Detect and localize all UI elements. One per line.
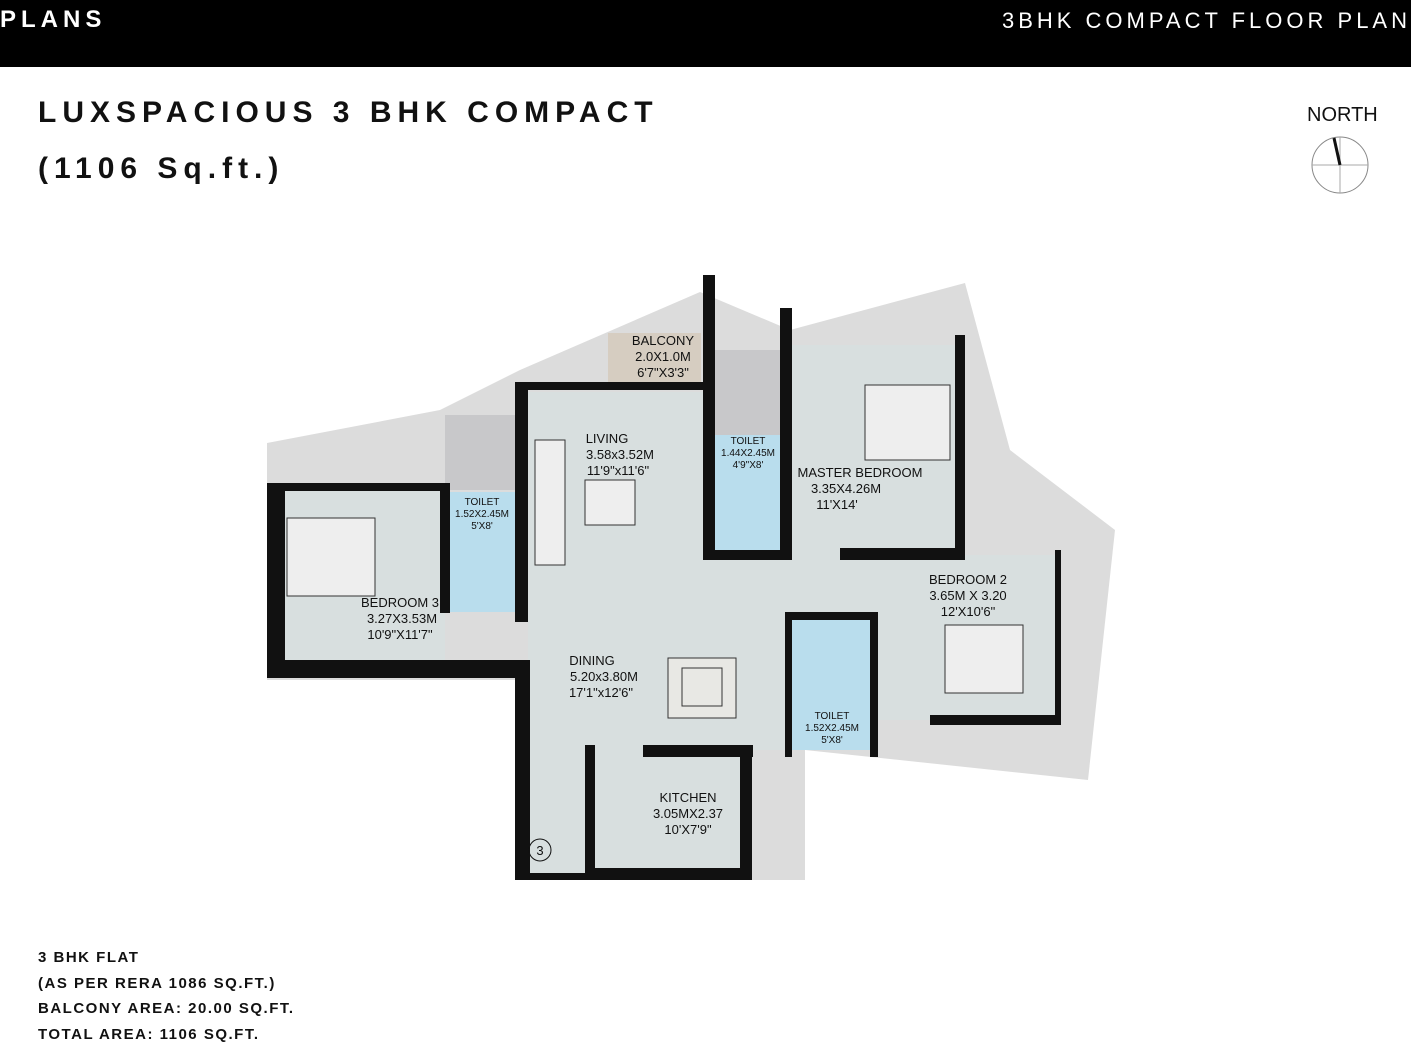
note: (AS PER RERA 1086 SQ.FT.) [38, 974, 276, 992]
dining-metric: 5.20x3.80M [570, 669, 638, 684]
table [584, 479, 636, 526]
shaft [445, 415, 515, 490]
bedroom3-name: BEDROOM 3 [361, 595, 439, 610]
sofa [534, 439, 566, 566]
toilet-master-name: TOILET [731, 436, 766, 447]
north-label: NORTH [1307, 104, 1378, 126]
toilet-b2-imperial: 5'X8' [821, 735, 843, 746]
stair-number: 3 [536, 843, 543, 858]
shaft [715, 350, 780, 435]
living-name: LIVING [586, 431, 629, 446]
toilet-b3-imperial: 5'X8' [471, 521, 493, 532]
bed [864, 384, 951, 461]
staircase-icon [528, 838, 552, 862]
bedroom3-imperial: 10'9"X11'7" [367, 627, 433, 642]
living-imperial: 11'9"x11'6" [587, 463, 650, 478]
master-bedroom-imperial: 11'X14' [816, 497, 858, 512]
master-bedroom-metric: 3.35X4.26M [811, 481, 881, 496]
note: 3 BHK FLAT [38, 949, 140, 966]
toilet-master-imperial: 4'9"X8' [733, 460, 764, 471]
bed [944, 624, 1024, 694]
toilets [450, 435, 870, 750]
dining-imperial: 17'1"x12'6" [569, 685, 633, 700]
area-notes: 3 BHK FLAT (AS PER RERA 1086 SQ.FT.) BAL… [38, 945, 295, 1047]
kitchen-name: KITCHEN [659, 790, 716, 805]
header-bar: PLANS 3BHK COMPACT FLOOR PLAN [0, 0, 1411, 67]
balcony-area [608, 333, 701, 382]
note: BALCONY AREA: 20.00 SQ.FT. [38, 1000, 295, 1017]
dining-name: DINING [569, 653, 615, 668]
header-right: 3BHK COMPACT FLOOR PLAN [1001, 8, 1411, 33]
plan-area: (1106 Sq.ft.) [38, 152, 285, 185]
balcony-imperial: 6'7"X3'3" [637, 365, 689, 380]
plan-title: LUXSPACIOUS 3 BHK COMPACT [38, 96, 659, 129]
living-metric: 3.58x3.52M [586, 447, 654, 462]
bedroom2-imperial: 12'X10'6" [941, 604, 996, 619]
dining-table [667, 657, 737, 719]
north-arrow-icon [1311, 136, 1369, 194]
master-bedroom-name: MASTER BEDROOM [798, 465, 923, 480]
bedroom2-name: BEDROOM 2 [929, 572, 1007, 587]
toilet-b3-metric: 1.52X2.45M [455, 509, 509, 520]
walls [267, 275, 1061, 880]
balcony-metric: 2.0X1.0M [635, 349, 691, 364]
toilet-b3-name: TOILET [465, 497, 500, 508]
toilet-b2-metric: 1.52X2.45M [805, 723, 859, 734]
toilet-master-metric: 1.44X2.45M [721, 448, 775, 459]
bed [286, 517, 376, 597]
bedroom3-metric: 3.27X3.53M [367, 611, 437, 626]
bedroom2-metric: 3.65M X 3.20 [929, 588, 1006, 603]
note: TOTAL AREA: 1106 SQ.FT. [38, 1025, 260, 1043]
toilet-b2-name: TOILET [815, 711, 850, 722]
kitchen-metric: 3.05MX2.37 [653, 806, 723, 821]
kitchen-imperial: 10'X7'9" [664, 822, 712, 837]
balcony-name: BALCONY [632, 333, 694, 348]
header-left: PLANS [0, 6, 107, 33]
